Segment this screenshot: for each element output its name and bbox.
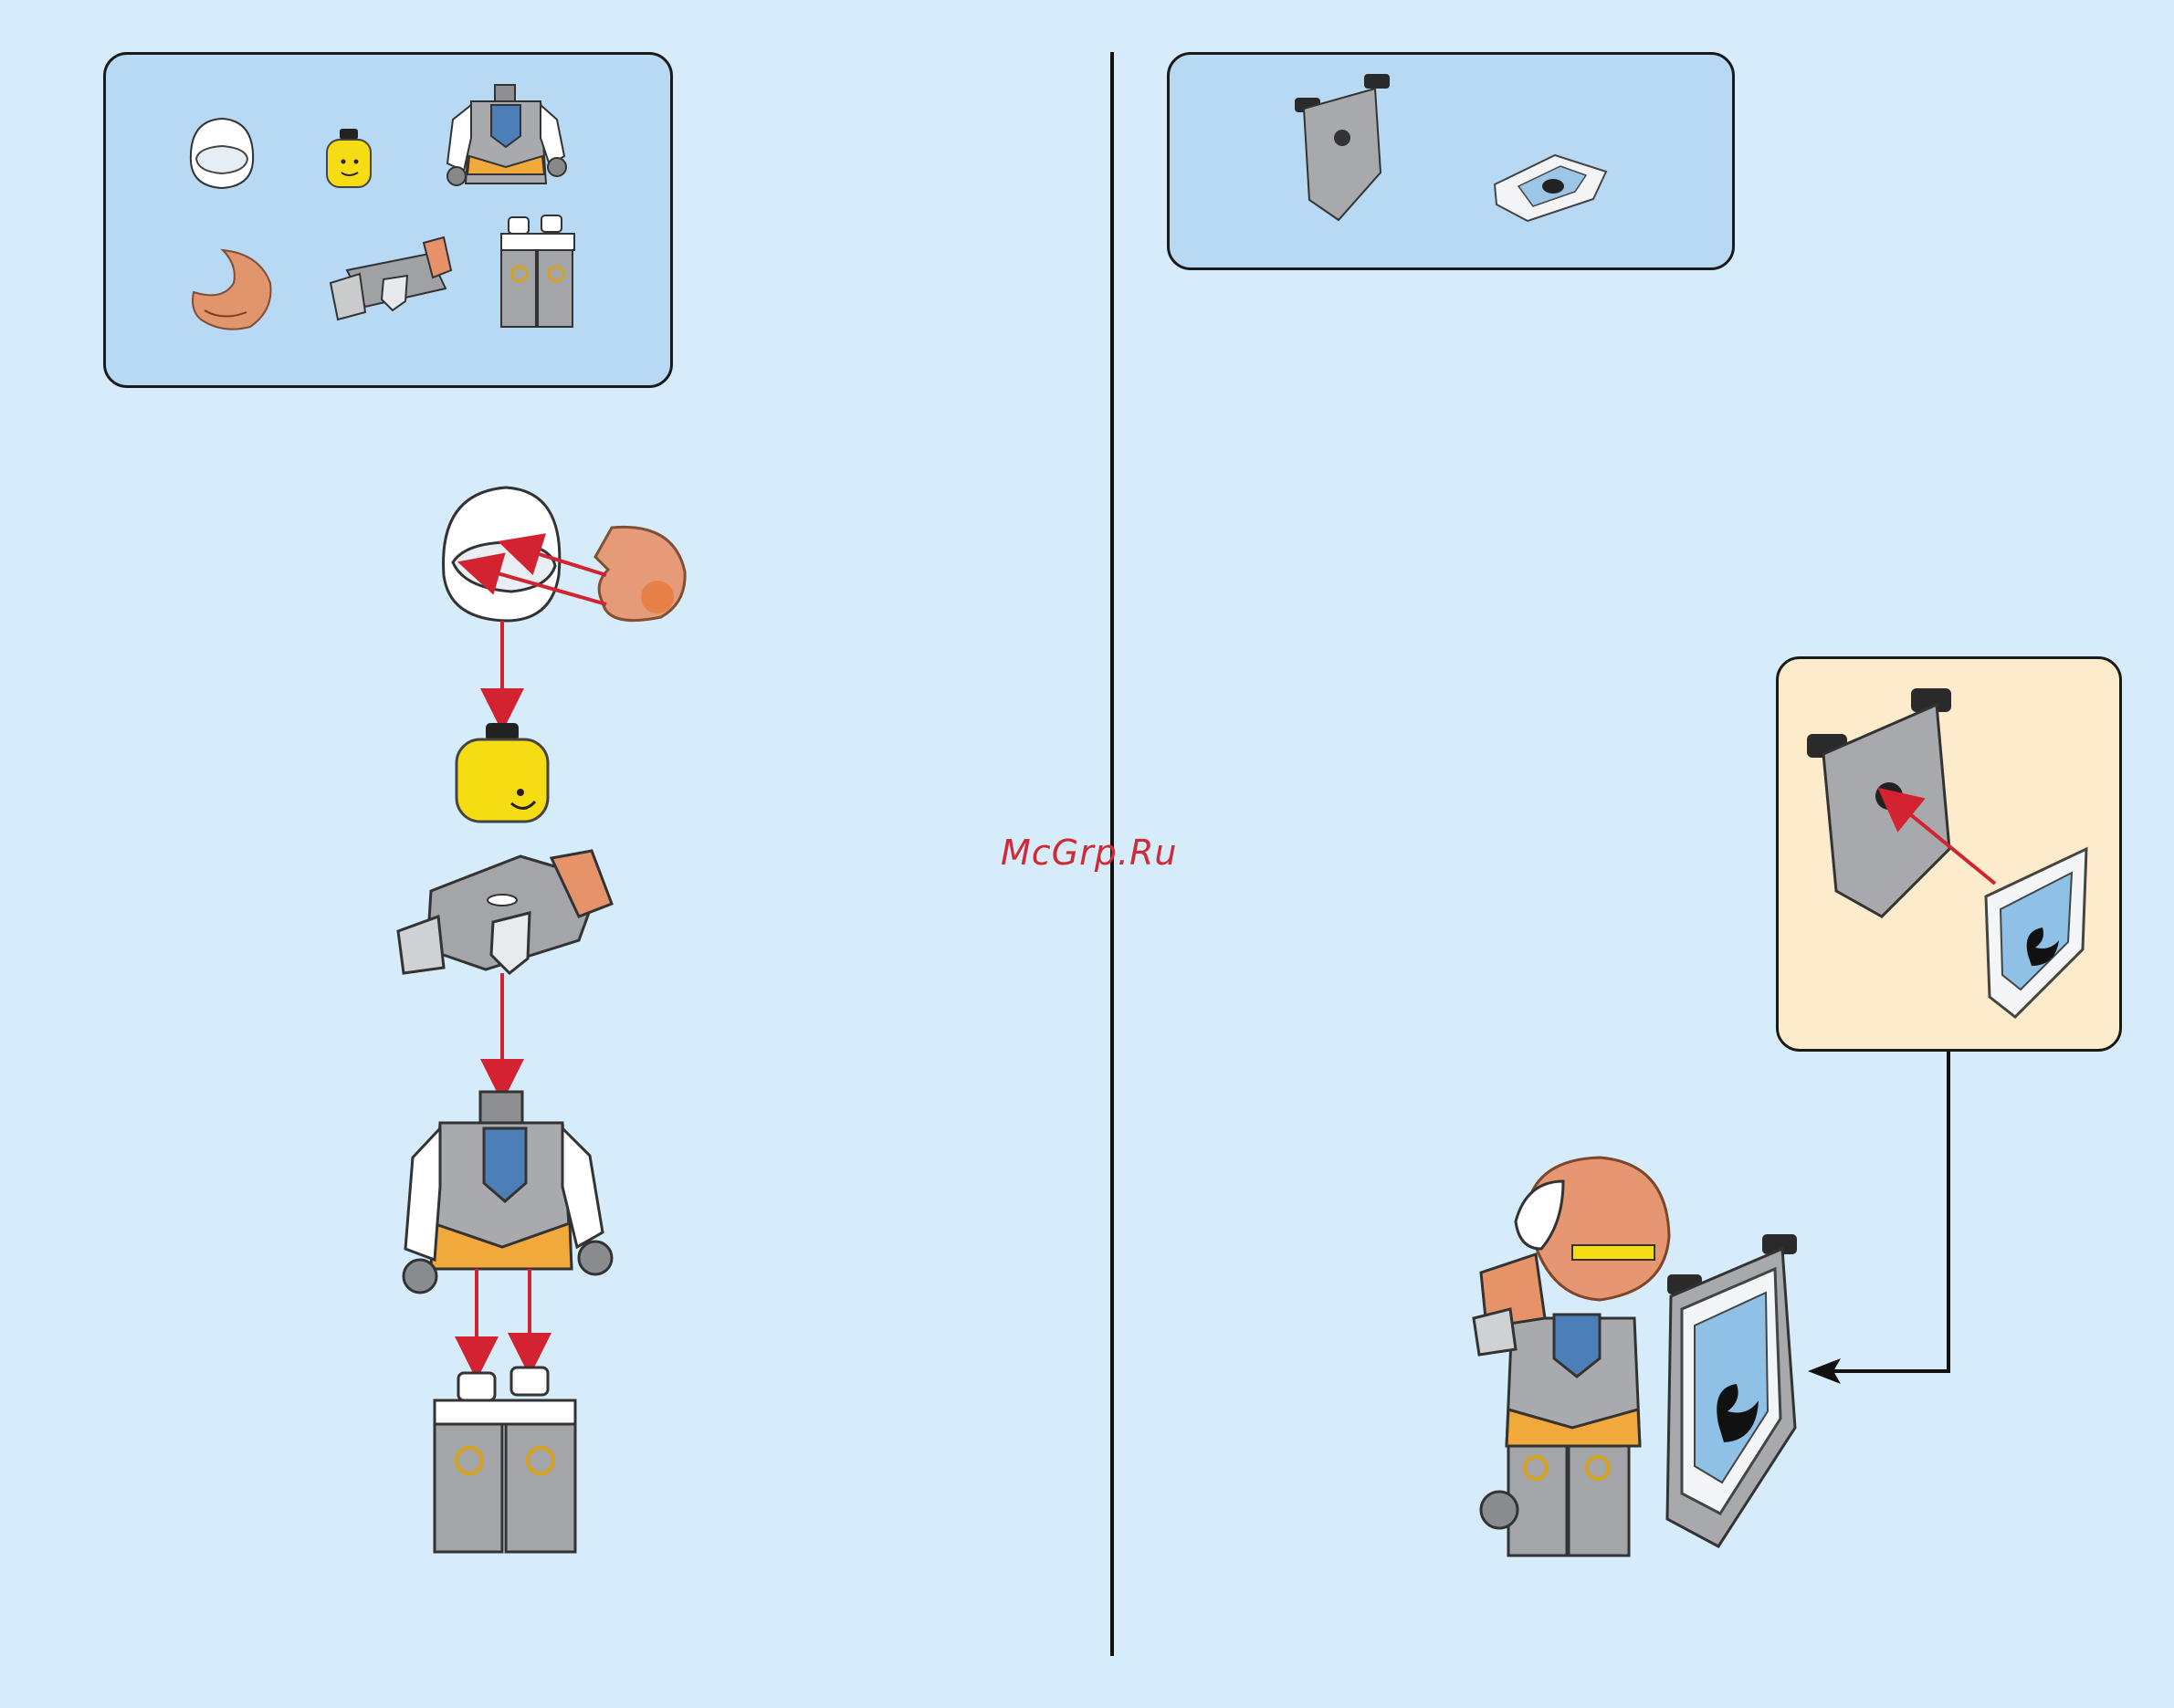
shield-tile-attach-diagram [1803, 685, 2095, 1022]
shoulder-armor-icon [329, 234, 453, 332]
yellow-head-icon [323, 127, 374, 193]
shoulder-armor-assembly-icon [398, 851, 612, 973]
head-assembly-icon [457, 723, 548, 822]
white-helmet-icon [185, 111, 258, 194]
copper-visor-icon [186, 246, 278, 334]
armored-torso-icon [444, 83, 568, 191]
visor-assembly-icon [595, 527, 685, 620]
torso-assembly-icon [404, 1092, 612, 1293]
shield-tile-icon [1491, 152, 1610, 223]
parts-list-box-left [103, 52, 673, 388]
parts-list-box-right [1167, 52, 1735, 270]
callout-shield-icon [1807, 688, 1951, 917]
legs-assembly-icon [435, 1367, 575, 1552]
watermark: McGrp.Ru [1001, 833, 1177, 873]
minifigure-assembly [383, 475, 785, 1561]
completed-knight-figure [1472, 1154, 1819, 1565]
callout-connector-arrow [1808, 1050, 1954, 1397]
knight-shield-icon [1667, 1234, 1797, 1546]
shield-icon [1293, 72, 1393, 224]
callout-swan-tile-icon [1986, 849, 2086, 1017]
legs-icon [494, 214, 580, 332]
